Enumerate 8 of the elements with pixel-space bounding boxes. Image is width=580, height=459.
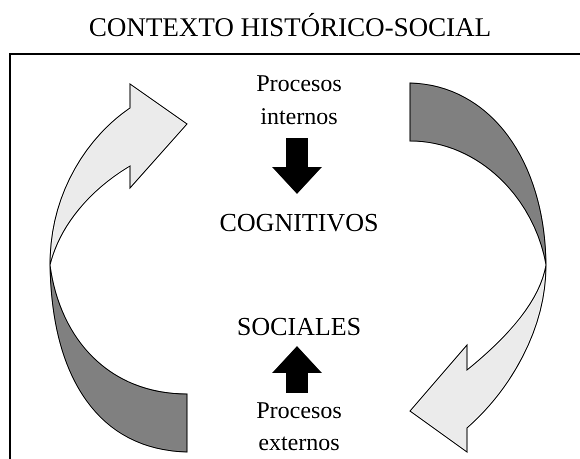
block-arrow bbox=[272, 138, 322, 194]
process-label: Procesos externos bbox=[244, 395, 354, 459]
process-label: SOCIALES bbox=[236, 310, 362, 344]
title-text: CONTEXTO HISTÓRICO-SOCIAL bbox=[88, 11, 492, 44]
block-arrow bbox=[272, 346, 322, 393]
process-label: Procesos internos bbox=[244, 68, 354, 134]
context-frame bbox=[9, 53, 580, 459]
process-label: COGNITIVOS bbox=[220, 206, 378, 240]
